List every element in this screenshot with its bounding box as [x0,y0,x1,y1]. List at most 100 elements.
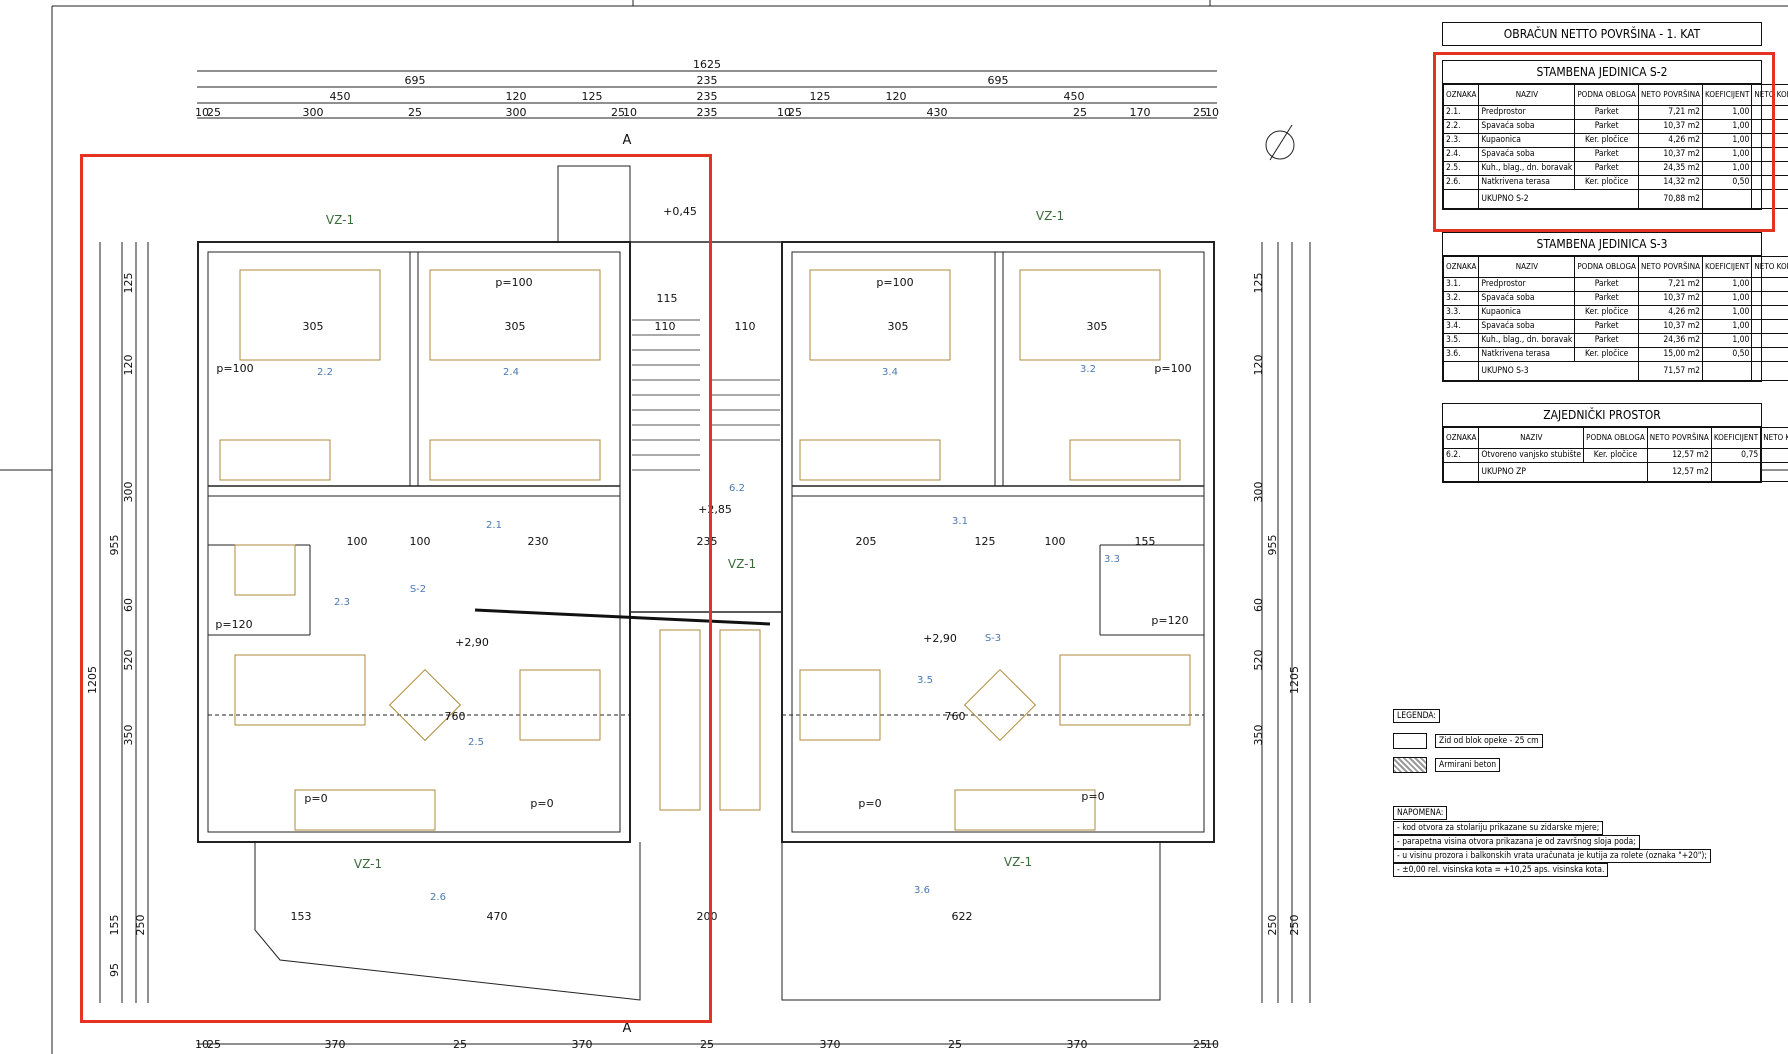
svg-text:120: 120 [886,90,907,103]
table-cell: Parket [1574,277,1639,292]
svg-text:230: 230 [528,535,549,548]
total-cell: UKUPNO ZP [1478,462,1648,482]
svg-text:25: 25 [1073,106,1087,119]
svg-text:125: 125 [1252,273,1265,294]
unit-tag-s3: S-3 [985,633,1001,644]
note-line: - ±0,00 rel. visinska kota = +10,25 aps.… [1393,863,1609,877]
note-line: - kod otvora za stolariju prikazane su z… [1393,821,1604,835]
table-header-cell: NETO POVRŠINA [1646,427,1712,449]
table-cell: Spavaća soba [1478,319,1576,334]
section-mark: A [623,133,632,148]
svg-text:250: 250 [1288,915,1301,936]
table-cell: 3.5. [1442,333,1480,348]
table-header-cell: KOEFICIJENT [1702,256,1753,278]
svg-text:120: 120 [506,90,527,103]
legend: LEGENDA: Zid od blok opeke - 25 cm Armir… [1393,709,1593,773]
svg-text:370: 370 [1067,1038,1088,1051]
table-cell: 24,36 m2 [1637,333,1704,348]
table-header-cell: NETO KOR. POVRŠINA [1751,256,1788,278]
svg-text:10: 10 [195,106,209,119]
highlight-box-plan [80,154,712,1023]
svg-text:955: 955 [1266,535,1279,556]
svg-text:450: 450 [1064,90,1085,103]
table-cell: Parket [1574,291,1639,306]
table-header-cell: PODNA OBLOGA [1574,256,1639,278]
table-cell: Kupaonica [1478,305,1576,320]
table-header-cell: NETO KOR. POVRŠINA [1760,427,1788,449]
empty-cell [1442,462,1480,482]
level-mark: +2,85 [698,503,732,516]
table-header-cell: NETO POVRŠINA [1637,256,1704,278]
svg-text:25: 25 [611,106,625,119]
table-cell: 1,00 [1702,333,1753,348]
svg-text:p=100: p=100 [216,362,253,375]
room-tag-3.5: 3.5 [917,675,933,686]
svg-text:p=0: p=0 [304,792,327,805]
table-header-cell: OZNAKA [1442,427,1480,449]
svg-text:25: 25 [408,106,422,119]
highlight-box-table-s2 [1433,52,1775,232]
room-tag-3.1: 3.1 [952,516,968,527]
svg-text:760: 760 [945,710,966,723]
svg-text:10: 10 [777,106,791,119]
table-header-cell: PODNA OBLOGA [1583,427,1648,449]
room-tag-2.3: 2.3 [334,597,350,608]
room-tag-3.4: 3.4 [882,367,898,378]
table-cell: 12,57 m2 [1646,448,1712,463]
svg-text:100: 100 [1045,535,1066,548]
table-cell: 10,37 m2 [1751,291,1788,306]
table-cell: Predprostor [1478,277,1576,292]
svg-text:25: 25 [453,1038,467,1051]
total-cell: 64,07 m2 [1751,361,1788,381]
svg-text:60: 60 [1252,598,1265,612]
table-cell: 10,37 m2 [1637,319,1704,334]
svg-text:125: 125 [975,535,996,548]
svg-text:p=100: p=100 [495,276,532,289]
total-cell: UKUPNO S-3 [1478,361,1639,381]
svg-text:25: 25 [1193,1038,1207,1051]
room-tag-2.4: 2.4 [503,367,519,378]
svg-text:350: 350 [1252,725,1265,746]
svg-text:350: 350 [122,725,135,746]
table-cell: 10,37 m2 [1751,319,1788,334]
level-mark: +2,90 [923,632,957,645]
svg-text:205: 205 [856,535,877,548]
table-total-row: UKUPNO S-270,88 m263,72 m2 [1442,189,1788,209]
svg-text:p=0: p=0 [858,797,881,810]
legend-swatch-concrete [1393,757,1427,773]
table-cell: Ker. pločice [1574,347,1639,362]
total-cell: 9,43 m2 [1760,462,1788,482]
svg-text:p=100: p=100 [876,276,913,289]
table-header-cell: NAZIV [1478,256,1576,278]
svg-text:1205: 1205 [1288,666,1301,694]
svg-text:300: 300 [506,106,527,119]
unit-tag-s2: S-2 [410,584,426,595]
empty-cell [1442,361,1480,381]
room-tag-3.2: 3.2 [1080,364,1096,375]
table-cell: 7,50 m2 [1751,347,1788,362]
svg-text:695: 695 [405,74,426,87]
level-mark: +2,90 [455,636,489,649]
svg-text:305: 305 [1087,320,1108,333]
svg-text:300: 300 [303,106,324,119]
table-cell: 0,75 [1710,448,1762,463]
svg-text:370: 370 [820,1038,841,1051]
section-mark: A [623,1021,632,1036]
room-tag-3.6: 3.6 [914,885,930,896]
svg-text:370: 370 [325,1038,346,1051]
svg-text:p=120: p=120 [1151,614,1188,627]
svg-text:p=0: p=0 [530,797,553,810]
sheet-title: OBRAČUN NETTO POVRŠINA - 1. KAT [1503,27,1701,41]
svg-text:120: 120 [1252,355,1265,376]
